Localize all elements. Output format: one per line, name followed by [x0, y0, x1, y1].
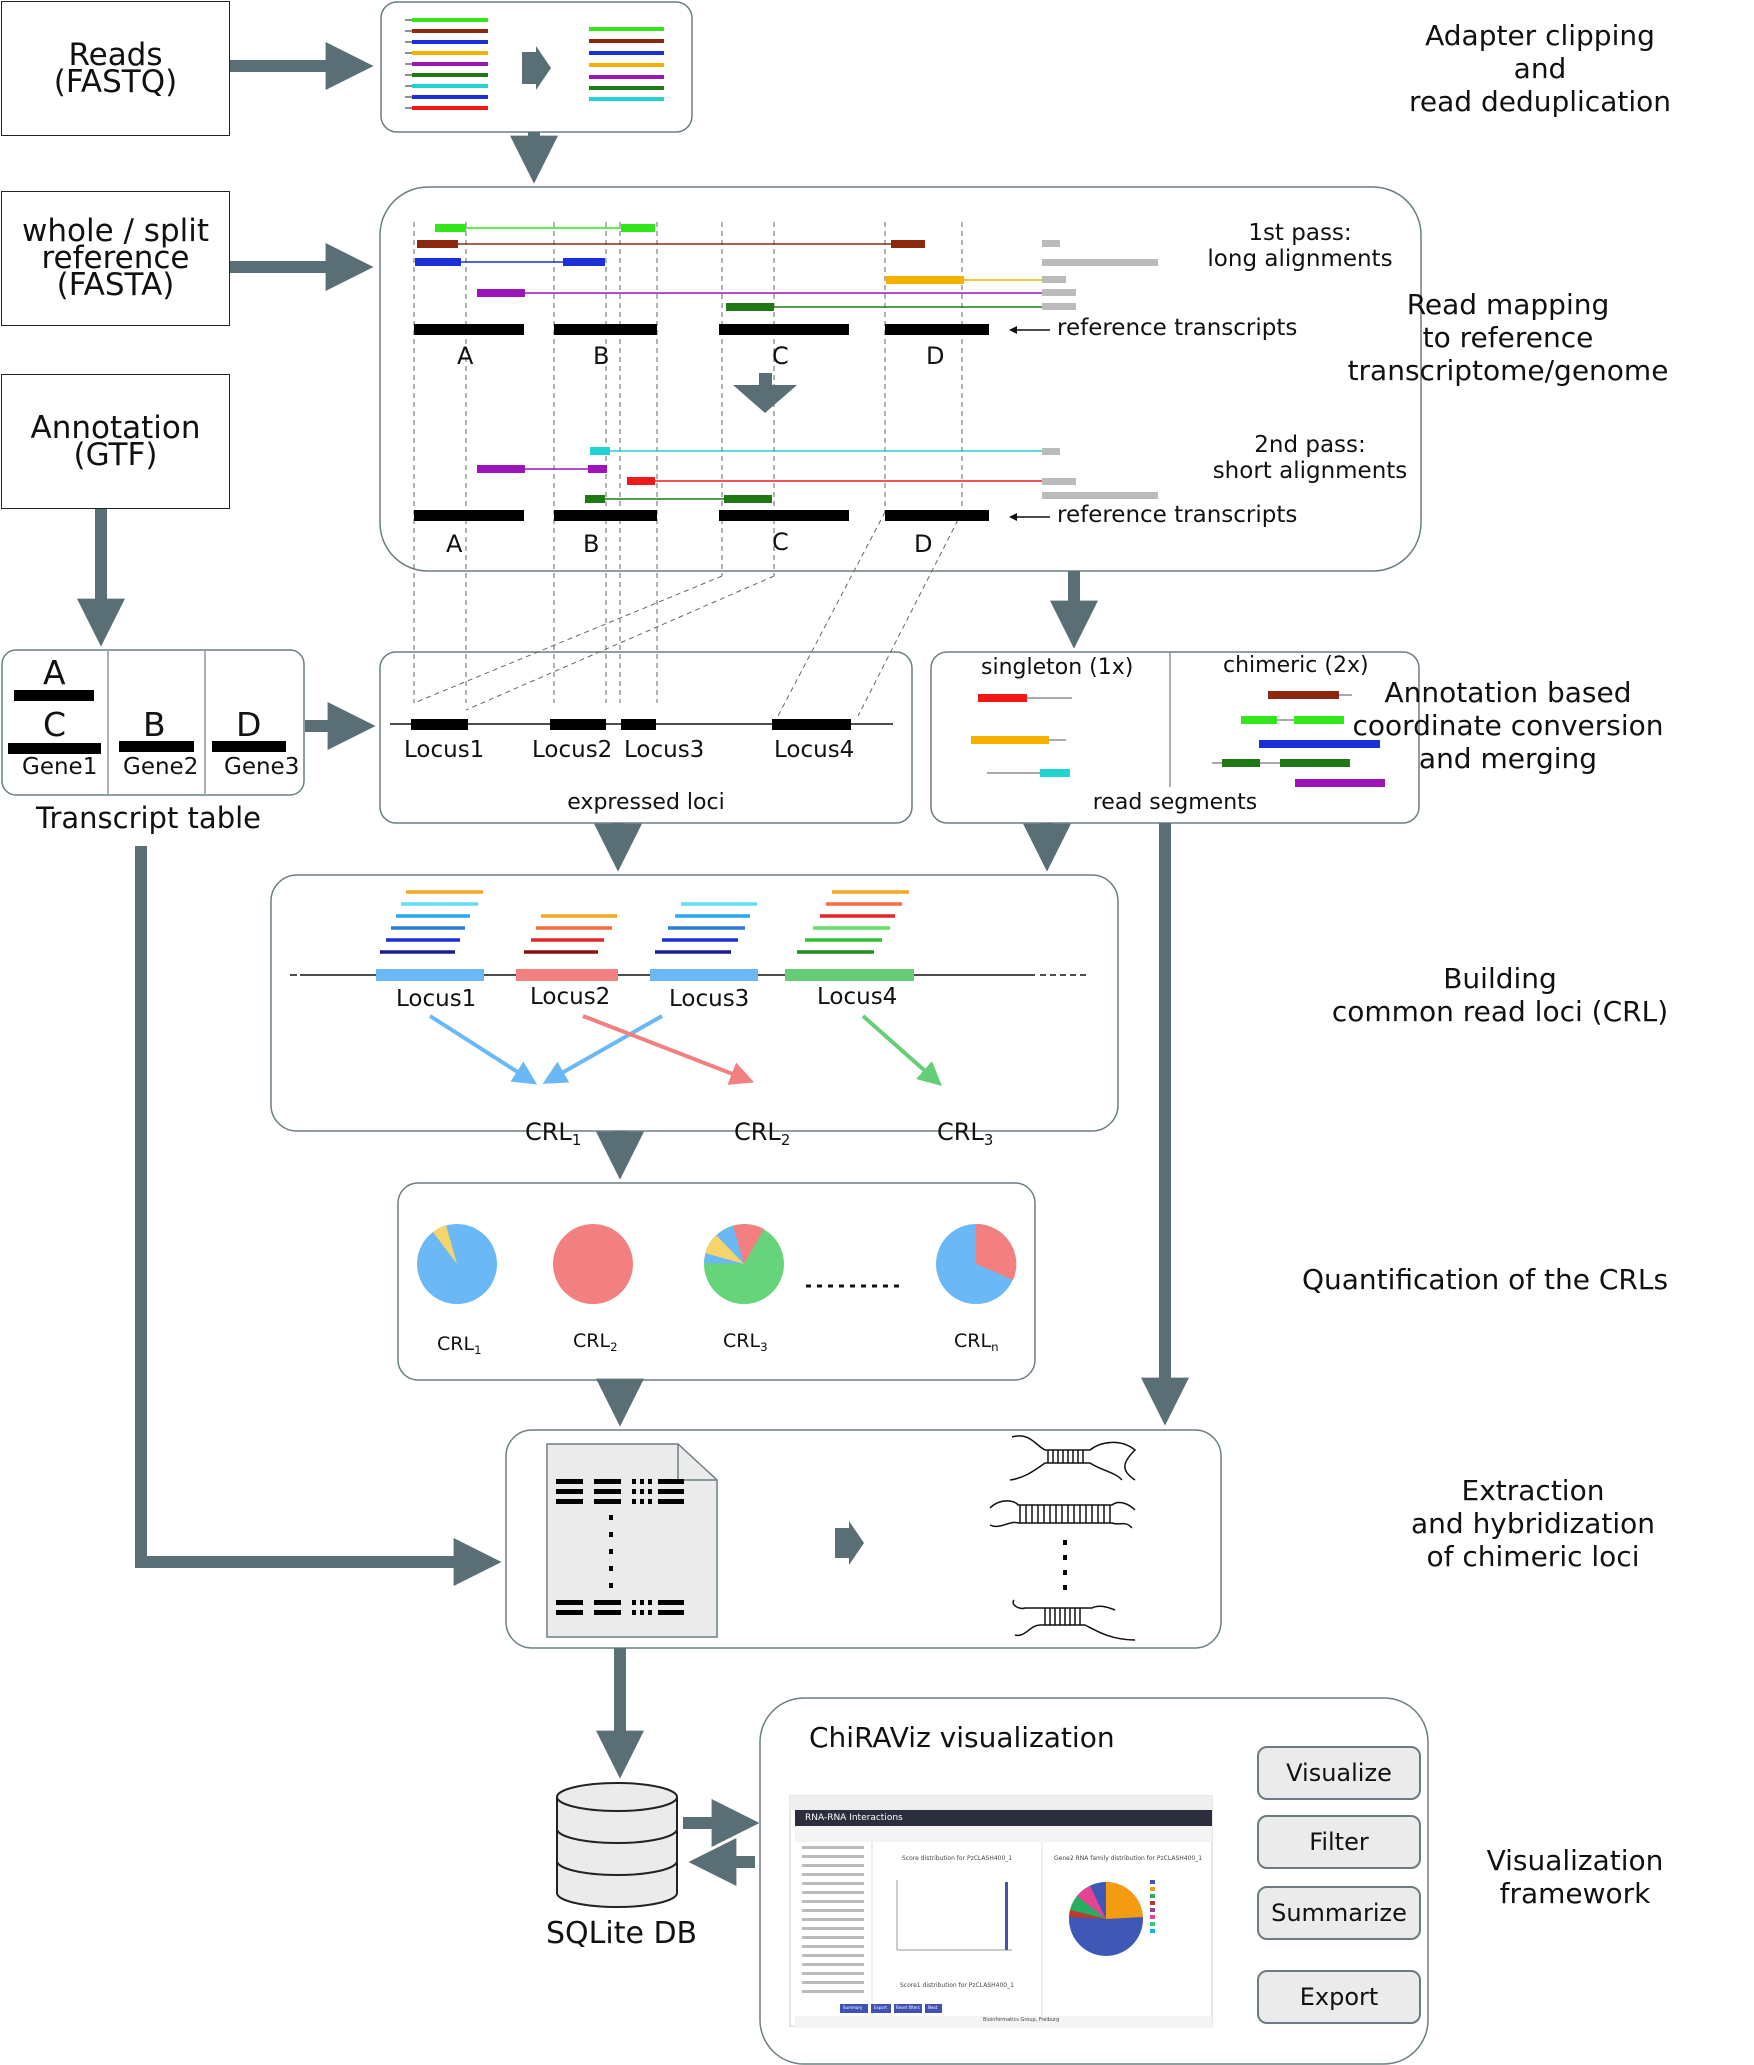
read-segments-graphics — [971, 652, 1385, 787]
table-gene2: Gene2 — [123, 754, 199, 780]
transcript-label-b-1: B — [593, 342, 610, 370]
stage-label-adapter: Adapter clipping and read deduplication — [1409, 19, 1671, 118]
crl-locus-label-2: Locus2 — [530, 984, 611, 1010]
ref-transcripts-label-2: reference transcripts — [1057, 502, 1298, 528]
adapter-process-arrow — [522, 46, 551, 90]
transcript-table-box — [1, 649, 305, 796]
table-label-c: C — [43, 705, 67, 744]
summarize-button[interactable]: Summarize — [1257, 1886, 1421, 1940]
chimera-table-doc — [546, 1443, 718, 1638]
pass-arrow — [733, 373, 797, 413]
screenshot-header: RNA-RNA Interactions — [805, 1813, 903, 1823]
quant-label-3: CRL3 — [723, 1330, 768, 1355]
table-gene1: Gene1 — [22, 754, 98, 780]
crl-graphics — [290, 890, 1090, 1086]
second-pass-alignments — [477, 447, 1158, 503]
mapping-guides — [413, 222, 963, 717]
annotation-input-box: Annotation (GTF) — [1, 374, 230, 509]
reference-transcripts-1 — [414, 324, 989, 335]
first-pass-alignments — [415, 224, 1158, 311]
reference-transcripts-2 — [414, 510, 989, 521]
crl-locus-label-3: Locus3 — [669, 986, 750, 1012]
hybrid-structures — [989, 1435, 1137, 1641]
first-pass-label: 1st pass: long alignments — [1207, 220, 1393, 272]
screenshot-left-title: Score distribution for PzCLASH400_1 — [902, 1855, 1013, 1862]
crl-label-2: CRL2 — [734, 1118, 791, 1150]
screenshot-button-reset: Reset filters — [896, 2005, 920, 2010]
chiraviz-screenshot — [789, 1795, 1213, 2028]
export-button[interactable]: Export — [1257, 1970, 1421, 2024]
quant-label-2: CRL2 — [573, 1330, 618, 1355]
crl-box — [270, 874, 1119, 1132]
crl-label-3: CRL3 — [937, 1118, 994, 1150]
filter-button[interactable]: Filter — [1257, 1815, 1421, 1869]
crl-label-1: CRL1 — [525, 1118, 582, 1150]
transcript-label-d-1: D — [926, 342, 945, 370]
ref-transcripts-label-1: reference transcripts — [1057, 315, 1298, 341]
transcript-label-c-1: C — [772, 342, 789, 370]
stage-label-quant: Quantification of the CRLs — [1301, 1263, 1669, 1296]
transcript-label-a-2: A — [446, 530, 463, 558]
reads-input-box: Reads (FASTQ) — [1, 1, 230, 136]
screenshot-bottom-title: Score1 distribution for PzCLASH400_1 — [900, 1982, 1014, 1989]
locus-label-1: Locus1 — [404, 737, 485, 763]
screenshot-button-summary: Summary — [843, 2005, 863, 2010]
hybrid-ellipsis — [1063, 1540, 1067, 1590]
sqlite-db-icon — [556, 1782, 678, 1908]
screenshot-button-export: Export — [874, 2005, 888, 2010]
visualize-button[interactable]: Visualize — [1257, 1746, 1421, 1800]
clipped-reads — [589, 27, 664, 101]
transcript-label-b-2: B — [583, 530, 600, 558]
quant-pies — [417, 1223, 1017, 1304]
reference-input-box: whole / split reference (FASTA) — [1, 191, 230, 326]
raw-reads — [405, 18, 488, 110]
transcript-table-title: Transcript table — [36, 801, 262, 835]
locus-label-4: Locus4 — [774, 737, 855, 763]
crl-locus-label-4: Locus4 — [817, 984, 898, 1010]
quant-label-1: CRL1 — [437, 1333, 482, 1358]
quant-label-n: CRLn — [954, 1330, 999, 1355]
arrow-table-extraction — [135, 846, 502, 1586]
mapping-box — [379, 186, 1422, 572]
chiraviz-title: ChiRAViz visualization — [809, 1721, 1115, 1754]
locus-label-2: Locus2 — [532, 737, 613, 763]
stage-label-viz: Visualization framework — [1486, 1844, 1664, 1910]
extraction-process-arrow — [835, 1521, 864, 1565]
table-label-b: B — [143, 705, 166, 744]
read-segments-caption: read segments — [1092, 790, 1258, 815]
expressed-loci-box — [379, 651, 913, 824]
transcript-label-c-2: C — [772, 528, 789, 556]
transcript-label-a-1: A — [457, 342, 474, 370]
locus-label-3: Locus3 — [624, 737, 705, 763]
second-pass-label: 2nd pass: short alignments — [1212, 432, 1408, 484]
expressed-loci-graphics — [390, 719, 893, 730]
stage-label-extraction: Extraction and hybridization of chimeric… — [1410, 1474, 1655, 1573]
stage-label-crl: Building common read loci (CRL) — [1331, 962, 1669, 1028]
screenshot-footer: Bioinformatics Group, Freiburg — [983, 2017, 1060, 2023]
table-label-a: A — [43, 653, 66, 692]
singleton-label: singleton (1x) — [981, 655, 1134, 680]
table-gene3: Gene3 — [224, 754, 300, 780]
expressed-loci-caption: expressed loci — [567, 790, 725, 815]
chimeric-label: chimeric (2x) — [1223, 653, 1369, 678]
transcript-label-d-2: D — [914, 530, 933, 558]
flow-arrows — [77, 42, 1189, 1886]
screenshot-button-next: Next — [928, 2005, 938, 2010]
crl-locus-label-1: Locus1 — [396, 986, 477, 1012]
stage-label-mapping: Read mapping to reference transcriptome/… — [1347, 288, 1669, 387]
sqlite-db-label: SQLite DB — [546, 1916, 698, 1951]
table-label-d: D — [236, 705, 262, 744]
stage-label-annotation: Annotation based coordinate conversion a… — [1352, 676, 1664, 775]
transcript-table-graphics — [8, 651, 286, 794]
screenshot-right-title: Gene2 RNA family distribution for PzCLAS… — [1054, 1855, 1203, 1862]
